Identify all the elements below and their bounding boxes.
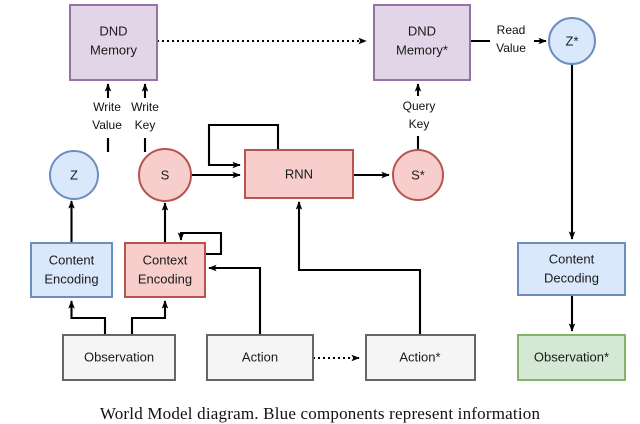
edge-label-query-key-line2: Key bbox=[409, 117, 430, 131]
node-z-circle[interactable] bbox=[49, 150, 99, 200]
edge-label-write-value: Write Value bbox=[92, 100, 122, 132]
node-context-encoding[interactable]: Context Encoding bbox=[124, 242, 206, 298]
node-observation-label: Observation bbox=[84, 349, 154, 364]
node-context-encoding-label-line1: Context bbox=[143, 252, 188, 267]
node-s[interactable]: S bbox=[138, 148, 192, 202]
node-content-encoding-label-line2: Encoding bbox=[44, 271, 98, 286]
node-rnn[interactable]: RNN bbox=[244, 149, 354, 199]
label-backdrop-write-key bbox=[122, 98, 168, 138]
node-action-star[interactable]: Action* bbox=[365, 334, 476, 381]
edge-label-read-value-line1: Read bbox=[497, 23, 526, 37]
node-context-encoding-box[interactable] bbox=[124, 242, 206, 298]
edge-label-write-value-line2: Value bbox=[92, 118, 122, 132]
node-rnn-box[interactable] bbox=[244, 149, 354, 199]
node-dnd-memory-label-line2: Memory bbox=[90, 42, 137, 57]
node-observation[interactable]: Observation bbox=[62, 334, 176, 381]
edge-label-write-key-line2: Key bbox=[135, 118, 156, 132]
node-action-star-box[interactable] bbox=[365, 334, 476, 381]
edge-label-write-key: Write Key bbox=[131, 100, 159, 132]
edge-label-query-key: Query Key bbox=[403, 99, 436, 131]
node-action-label: Action bbox=[242, 349, 278, 364]
node-z-star-label: Z* bbox=[566, 33, 579, 48]
node-s-star-circle[interactable] bbox=[392, 149, 444, 201]
node-observation-star-box[interactable] bbox=[517, 334, 626, 381]
edge-rnn-recurrent-loop bbox=[207, 123, 280, 169]
node-content-encoding-label-line1: Content bbox=[49, 252, 95, 267]
node-dnd-memory-star[interactable]: DND Memory* bbox=[373, 4, 471, 81]
edge-observation-to-context-encoding bbox=[130, 300, 169, 335]
node-observation-box[interactable] bbox=[62, 334, 176, 381]
label-backdrop-read-value bbox=[490, 22, 534, 60]
node-s-label: S bbox=[161, 167, 170, 182]
node-content-decoding-box[interactable] bbox=[517, 242, 626, 296]
node-observation-star[interactable]: Observation* bbox=[517, 334, 626, 381]
node-dnd-memory-box[interactable] bbox=[69, 4, 158, 81]
node-dnd-memory-star-label-line1: DND bbox=[408, 23, 436, 38]
node-z-label: Z bbox=[70, 167, 78, 182]
node-dnd-memory-label-line1: DND bbox=[99, 23, 127, 38]
node-z-star[interactable]: Z* bbox=[548, 17, 596, 65]
node-dnd-memory-star-label-line2: Memory* bbox=[396, 42, 448, 57]
edge-action-star-to-rnn bbox=[295, 201, 422, 335]
node-s-star-label: S* bbox=[411, 167, 425, 182]
node-action-star-label: Action* bbox=[399, 349, 440, 364]
node-content-encoding-box[interactable] bbox=[30, 242, 113, 298]
node-z[interactable]: Z bbox=[49, 150, 99, 200]
node-context-encoding-label-line2: Encoding bbox=[138, 271, 192, 286]
node-rnn-label: RNN bbox=[285, 166, 313, 181]
node-content-encoding[interactable]: Content Encoding bbox=[30, 242, 113, 298]
edge-label-write-key-line1: Write bbox=[131, 100, 159, 114]
edge-label-write-value-line1: Write bbox=[93, 100, 121, 114]
figure-caption: World Model diagram. Blue components rep… bbox=[99, 404, 541, 423]
node-s-star[interactable]: S* bbox=[392, 149, 444, 201]
node-observation-star-label: Observation* bbox=[534, 349, 609, 364]
edge-action-to-context-encoding bbox=[208, 264, 262, 335]
node-action[interactable]: Action bbox=[206, 334, 314, 381]
edge-observation-to-content-encoding bbox=[68, 300, 107, 335]
node-action-box[interactable] bbox=[206, 334, 314, 381]
edge-label-query-key-line1: Query bbox=[403, 99, 436, 113]
label-backdrop-query-key bbox=[395, 96, 443, 136]
edge-label-read-value: Read Value bbox=[496, 23, 526, 55]
edge-label-read-value-line2: Value bbox=[496, 41, 526, 55]
node-content-decoding-label-line1: Content bbox=[549, 251, 595, 266]
node-s-circle[interactable] bbox=[138, 148, 192, 202]
edge-context-encoding-feedback-loop bbox=[177, 231, 223, 256]
node-z-star-circle[interactable] bbox=[548, 17, 596, 65]
node-content-decoding-label-line2: Decoding bbox=[544, 270, 599, 285]
node-dnd-memory-star-box[interactable] bbox=[373, 4, 471, 81]
node-dnd-memory[interactable]: DND Memory bbox=[69, 4, 158, 81]
node-content-decoding[interactable]: Content Decoding bbox=[517, 242, 626, 296]
